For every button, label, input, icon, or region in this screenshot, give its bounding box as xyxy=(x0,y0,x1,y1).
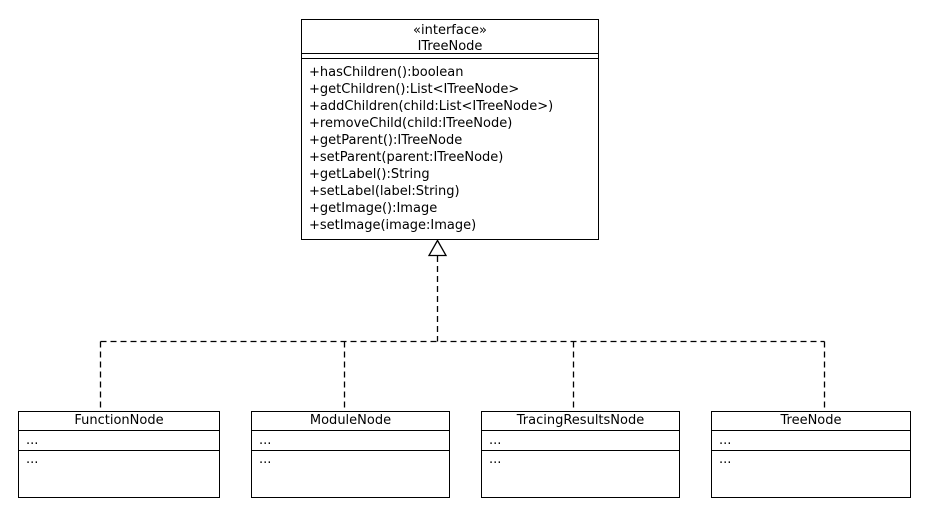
interface-method: +getImage():Image xyxy=(309,201,438,216)
interface-box-itreenode: «interface» ITreeNode +hasChildren():boo… xyxy=(301,19,599,240)
class-name: TreeNode xyxy=(712,412,910,431)
class-methods-compartment: ... xyxy=(259,452,272,467)
class-name: ModuleNode xyxy=(252,412,449,431)
interface-methods-compartment: +hasChildren():boolean +getChildren():Lis… xyxy=(302,59,598,234)
class-box-treenode: TreeNode ... ... xyxy=(711,411,911,498)
class-methods-compartment: ... xyxy=(719,452,732,467)
realization-triangle-icon xyxy=(427,239,448,257)
class-attributes-compartment: ... xyxy=(19,431,219,451)
interface-method: +addChildren(child:List<ITreeNode>) xyxy=(309,99,554,114)
class-box-modulenode: ModuleNode ... ... xyxy=(251,411,450,498)
class-name: FunctionNode xyxy=(19,412,219,431)
class-name: TracingResultsNode xyxy=(482,412,679,431)
interface-stereotype: «interface» xyxy=(413,23,487,38)
interface-method: +getParent():ITreeNode xyxy=(309,133,463,148)
interface-method: +getLabel():String xyxy=(309,167,430,182)
interface-method: +setLabel(label:String) xyxy=(309,184,460,199)
interface-method: +setParent(parent:ITreeNode) xyxy=(309,150,504,165)
interface-name: ITreeNode xyxy=(417,39,483,54)
interface-method: +setImage(image:Image) xyxy=(309,218,477,233)
interface-header: «interface» ITreeNode xyxy=(302,20,598,54)
interface-method: +hasChildren():boolean xyxy=(309,65,464,80)
class-attributes-compartment: ... xyxy=(482,431,679,451)
class-attributes-compartment: ... xyxy=(252,431,449,451)
class-attributes-compartment: ... xyxy=(712,431,910,451)
class-methods-compartment: ... xyxy=(489,452,502,467)
interface-method: +removeChild(child:ITreeNode) xyxy=(309,116,513,131)
class-box-functionnode: FunctionNode ... ... xyxy=(18,411,220,498)
interface-method: +getChildren():List<ITreeNode> xyxy=(309,82,520,97)
class-box-tracingresultsnode: TracingResultsNode ... ... xyxy=(481,411,680,498)
interface-attributes-compartment xyxy=(302,54,598,59)
class-methods-compartment: ... xyxy=(26,452,39,467)
